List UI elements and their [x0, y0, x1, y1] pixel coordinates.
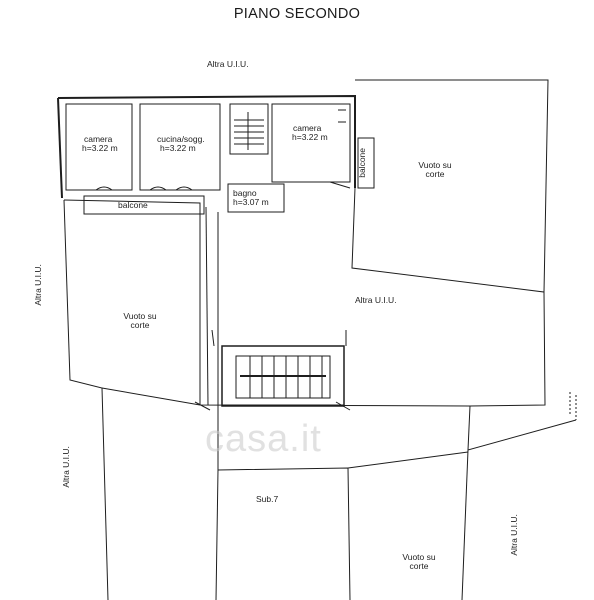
- room-bagno: [227, 183, 285, 213]
- room-camera-2: [271, 103, 351, 183]
- label-camera-2-height: h=3.22 m: [292, 132, 328, 142]
- label-camera-1-height: h=3.22 m: [82, 143, 118, 153]
- apartment-outer-wall: [57, 94, 356, 188]
- label-vuoto-su-3b: corte: [409, 561, 429, 571]
- label-sub7: Sub.7: [256, 494, 279, 504]
- stair-main: [221, 345, 345, 407]
- label-altra-uiu-left-upper: Altra U.I.U.: [32, 264, 43, 306]
- room-camera-1: [65, 103, 133, 191]
- lower-middle-boundary: [347, 451, 469, 469]
- casa-it-watermark: casa.it: [205, 418, 322, 460]
- stair-small: [229, 103, 269, 155]
- label-camera-1-name: camera: [84, 134, 113, 144]
- label-cucina-name: cucina/sogg.: [157, 134, 205, 144]
- page-title: PIANO SECONDO: [233, 6, 361, 22]
- label-balcone-bottom: balcone: [118, 200, 148, 210]
- label-altra-uiu-top: Altra U.I.U.: [207, 59, 249, 69]
- balcone-right: [357, 137, 375, 189]
- central-wall-left: [205, 206, 209, 406]
- label-bagno-height: h=3.07 m: [233, 197, 269, 207]
- balcone-bottom: [83, 195, 205, 215]
- left-courtyard-top: [63, 199, 201, 405]
- label-cucina-height: h=3.22 m: [160, 143, 196, 153]
- altra-region-right: [467, 291, 577, 451]
- lower-right-outline: [461, 449, 469, 600]
- label-balcone-right: balcone: [357, 147, 368, 178]
- sub7-left: [215, 469, 219, 600]
- label-camera-2-name: camera: [293, 123, 322, 133]
- left-courtyard-outline: [63, 199, 109, 600]
- label-vuoto-su-1a: Vuoto su: [418, 160, 452, 170]
- label-vuoto-su-3a: Vuoto su: [402, 552, 436, 562]
- right-courtyard-outline: [351, 79, 549, 293]
- label-bagno-name: bagno: [233, 188, 257, 198]
- label-altra-uiu-middle: Altra U.I.U.: [355, 295, 397, 305]
- sub7-region: [217, 405, 351, 600]
- label-altra-uiu-right-lower: Altra U.I.U.: [508, 514, 519, 556]
- label-altra-uiu-left-lower: Altra U.I.U.: [60, 446, 71, 488]
- room-cucina: [139, 103, 221, 191]
- label-vuoto-su-2b: corte: [130, 320, 150, 330]
- apartment-left-wall: [57, 97, 63, 199]
- label-vuoto-su-2a: Vuoto su: [123, 311, 157, 321]
- label-vuoto-su-1b: corte: [425, 169, 445, 179]
